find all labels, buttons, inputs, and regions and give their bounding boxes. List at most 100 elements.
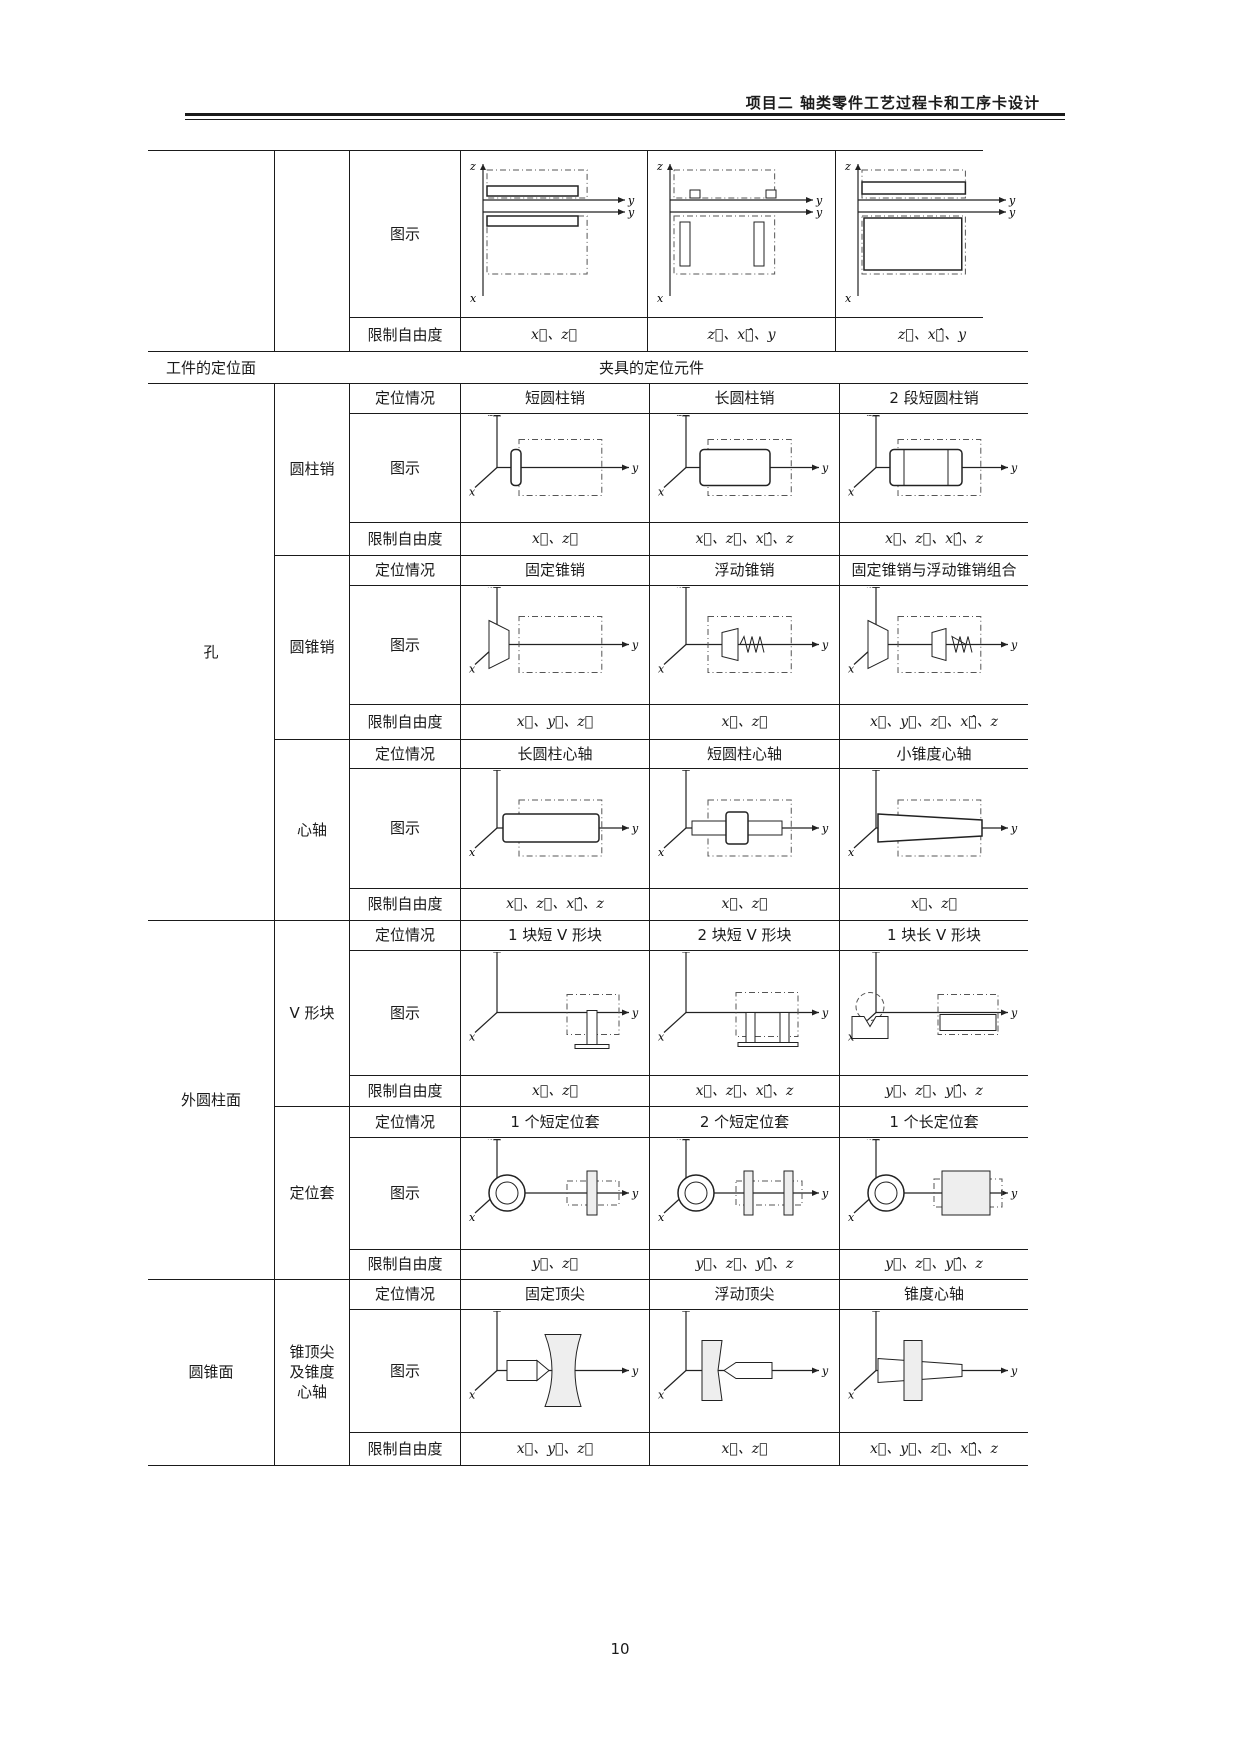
axis-label-z: z bbox=[676, 770, 683, 773]
axis-label-y: y bbox=[1008, 194, 1016, 207]
locating-case: 固定顶尖 bbox=[524, 1285, 585, 1303]
dof-value: x⃗、y⃗、z⃗ bbox=[516, 1440, 594, 1457]
axis-label-y: y bbox=[631, 1007, 639, 1020]
locating-case: 1 块长 V 形块 bbox=[886, 926, 982, 944]
table-line bbox=[350, 522, 1028, 523]
dof-value: y⃗、z⃗ bbox=[531, 1256, 579, 1272]
locating-case: 浮动顶尖 bbox=[714, 1285, 775, 1303]
situation-label: 定位情况 bbox=[374, 561, 435, 579]
table-line bbox=[350, 1249, 1028, 1250]
table-line bbox=[275, 1106, 1028, 1107]
axis-label-z: z bbox=[676, 415, 683, 419]
subgroup-cylindrical-pin: 圆柱销 bbox=[289, 460, 335, 478]
locating-diagram: z x y bbox=[652, 770, 837, 886]
locating-diagram: zxy bbox=[463, 952, 647, 1073]
table-line bbox=[350, 704, 1028, 705]
locating-case: 1 个长定位套 bbox=[889, 1112, 979, 1131]
running-header: 项目二 轴类零件工艺过程卡和工序卡设计 bbox=[745, 94, 1040, 112]
locating-diagram: zxy bbox=[842, 587, 1026, 702]
axis-label-z: z bbox=[676, 1311, 683, 1314]
locating-diagram: zxy bbox=[842, 415, 1026, 520]
dof-value: x⃗、z⃗ bbox=[531, 1082, 579, 1099]
axis-label-x: x bbox=[658, 486, 665, 499]
axis-label-y: y bbox=[631, 822, 639, 835]
axis-label-x: x bbox=[658, 846, 665, 859]
locating-diagram: zxy bbox=[842, 770, 1026, 886]
axis-label-y: y bbox=[821, 639, 829, 652]
axis-label-y: y bbox=[821, 1365, 829, 1378]
dof-value: x⃗、z⃗、x⃗̂、z bbox=[695, 1082, 794, 1099]
dof-value: x⃗、z⃗ bbox=[530, 326, 578, 343]
axis-label-x: x bbox=[658, 1389, 665, 1402]
axis-label-y: y bbox=[627, 194, 635, 207]
locating-case: 小锥度心轴 bbox=[896, 744, 972, 763]
locating-case: 2 块短 V 形块 bbox=[697, 926, 792, 944]
axis-label-x: x bbox=[848, 486, 855, 499]
dof-value: x⃗、y⃗、z⃗、x⃗̂、z bbox=[869, 713, 999, 730]
axis-label-x: x bbox=[469, 486, 476, 499]
axis-label-z: z bbox=[469, 160, 476, 173]
dof-value: x⃗、z⃗ bbox=[721, 713, 768, 730]
table-line bbox=[839, 383, 840, 1465]
axis-label-y: y bbox=[631, 1187, 639, 1200]
axis-label-y: y bbox=[821, 1187, 829, 1200]
locating-case: 短圆柱销 bbox=[524, 389, 585, 407]
dof-label: 限制自由度 bbox=[367, 1439, 443, 1458]
locating-case: 长圆柱销 bbox=[714, 389, 775, 407]
axis-label-x: x bbox=[469, 663, 476, 676]
axis-label-y: y bbox=[1010, 1187, 1018, 1200]
axis-label-z: z bbox=[866, 770, 873, 773]
axis-label-y: y bbox=[1010, 1007, 1018, 1020]
surface-outer-cylinder: 外圆柱面 bbox=[180, 1090, 241, 1109]
axis-label-z: z bbox=[676, 952, 683, 955]
table-line bbox=[649, 383, 650, 1465]
dof-value: y⃗、z⃗、y⃗̂、z bbox=[885, 1082, 983, 1099]
table-line bbox=[274, 383, 275, 1465]
axis-label-z: z bbox=[866, 415, 873, 419]
axis-label-y: y bbox=[815, 206, 823, 219]
diagram-label: 图示 bbox=[389, 819, 420, 837]
axis-label-y: y bbox=[631, 639, 639, 652]
locating-diagram: z x y bbox=[463, 415, 647, 520]
dof-label: 限制自由度 bbox=[367, 895, 443, 913]
table-line bbox=[350, 1075, 1028, 1076]
dof-value: z⃗、x⃗̂、y bbox=[707, 326, 776, 343]
locating-case: 2 个短定位套 bbox=[699, 1112, 790, 1131]
table-line bbox=[148, 920, 1028, 921]
axis-label-x: x bbox=[469, 1211, 476, 1224]
locating-diagram: zxy bbox=[842, 1311, 1026, 1430]
header-rule-thick bbox=[185, 113, 1065, 116]
axis-label-z: z bbox=[487, 415, 494, 419]
locating-case: 浮动锥销 bbox=[714, 561, 775, 579]
axis-label-x: x bbox=[845, 292, 852, 305]
diagram-label: 图示 bbox=[389, 635, 420, 654]
subgroup-mandrel: 心轴 bbox=[296, 820, 327, 839]
locating-diagram: zxy bbox=[652, 415, 837, 520]
axis-label-z: z bbox=[866, 587, 873, 590]
table-line bbox=[647, 150, 648, 351]
locating-case: 固定锥销与浮动锥销组合 bbox=[851, 561, 1017, 579]
diagram-label: 图示 bbox=[389, 458, 420, 477]
table-line bbox=[350, 1309, 1028, 1310]
axis-label-x: x bbox=[469, 1389, 476, 1402]
axis-label-x: x bbox=[848, 663, 855, 676]
surface-column-header: 工件的定位面 bbox=[165, 358, 256, 377]
locating-diagram: z x y bbox=[652, 1311, 837, 1430]
axis-label-z: z bbox=[487, 1139, 494, 1143]
axis-label-z: z bbox=[676, 587, 683, 590]
situation-label: 定位情况 bbox=[374, 1112, 435, 1131]
axis-label-y: y bbox=[631, 462, 639, 475]
dof-value: y⃗、z⃗、y⃗̂、z bbox=[885, 1256, 983, 1272]
table-line bbox=[148, 1279, 1028, 1280]
dof-label: 限制自由度 bbox=[367, 712, 443, 731]
table-line bbox=[350, 413, 1028, 414]
axis-label-x: x bbox=[469, 846, 476, 859]
situation-label: 定位情况 bbox=[374, 926, 435, 944]
axis-label-y: y bbox=[821, 822, 829, 835]
situation-label: 定位情况 bbox=[374, 744, 435, 763]
locating-case: 2 段短圆柱销 bbox=[889, 389, 979, 407]
dof-value: x⃗、y⃗、z⃗、x⃗̂、z bbox=[869, 1440, 999, 1457]
table-line bbox=[275, 739, 1028, 740]
